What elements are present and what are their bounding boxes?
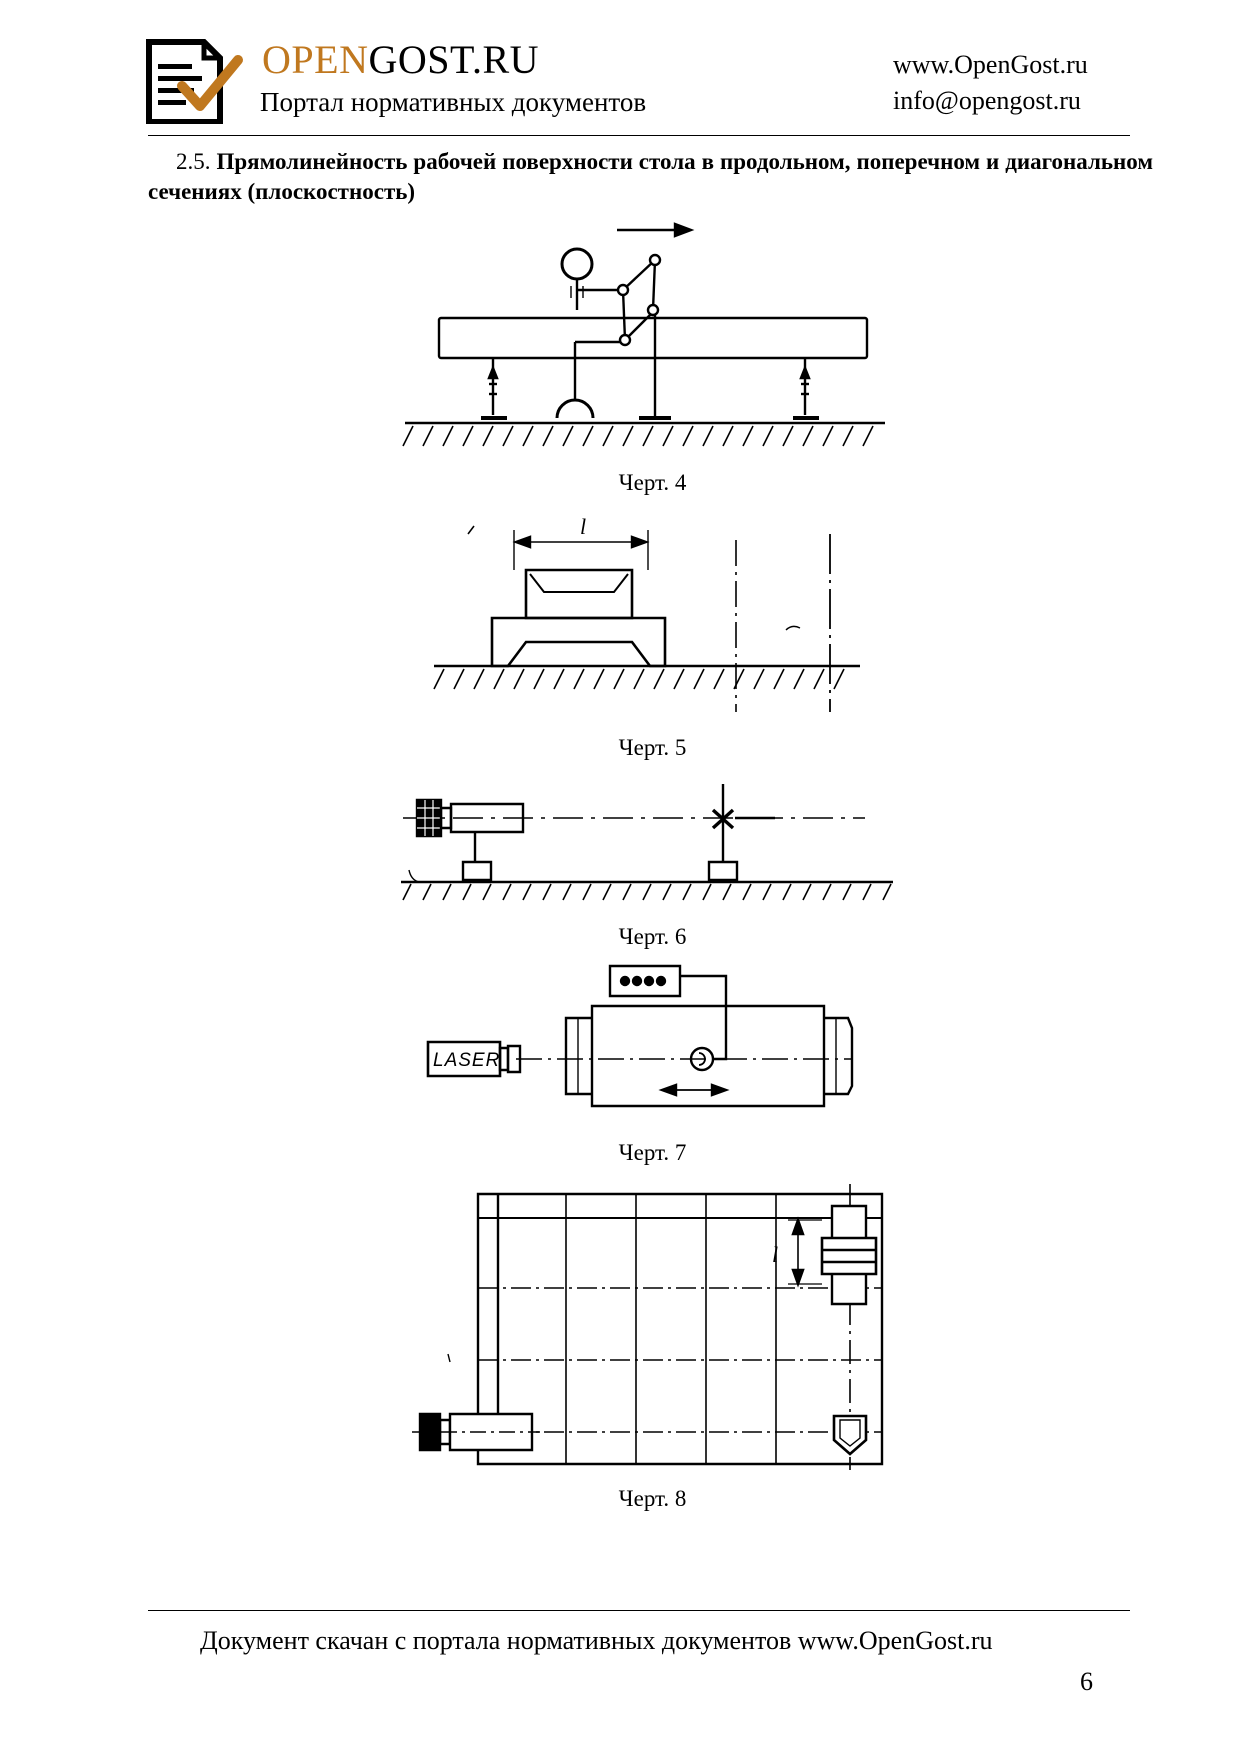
footer-divider: [148, 1610, 1130, 1611]
header-website-link[interactable]: www.OpenGost.ru: [893, 50, 1088, 79]
section-number: 2.5.: [176, 149, 211, 174]
page-number: 6: [1080, 1667, 1093, 1696]
document-check-icon: [146, 36, 246, 125]
figure-8-dimension-label: l: [772, 1242, 778, 1267]
figure-5-caption: Черт. 5: [618, 735, 687, 760]
footer-note: Документ скачан с портала нормативных до…: [200, 1626, 993, 1655]
figure-4-drawing: [395, 218, 895, 458]
figure-7-drawing: LASER: [420, 962, 870, 1122]
figure-6-drawing: [395, 774, 900, 904]
section-heading: 2.5. Прямолинейность рабочей поверхности…: [148, 147, 1153, 207]
header-email-link[interactable]: info@opengost.ru: [893, 86, 1081, 115]
figure-5-drawing: l: [430, 514, 870, 722]
laser-label: LASER: [433, 1050, 500, 1071]
site-subtitle: Портал нормативных документов: [260, 87, 647, 117]
figure-6-caption: Черт. 6: [618, 924, 687, 949]
figure-5-dimension-label: l: [580, 514, 586, 539]
figure-8-caption: Черт. 8: [618, 1486, 687, 1511]
figure-4-caption: Черт. 4: [618, 470, 687, 495]
figure-7-caption: Черт. 7: [618, 1140, 687, 1165]
site-name: OPENGOST.RU: [262, 37, 540, 82]
figure-8-drawing: l: [410, 1180, 900, 1470]
header-divider: [148, 135, 1130, 136]
section-title: Прямолинейность рабочей поверхности стол…: [148, 149, 1154, 204]
